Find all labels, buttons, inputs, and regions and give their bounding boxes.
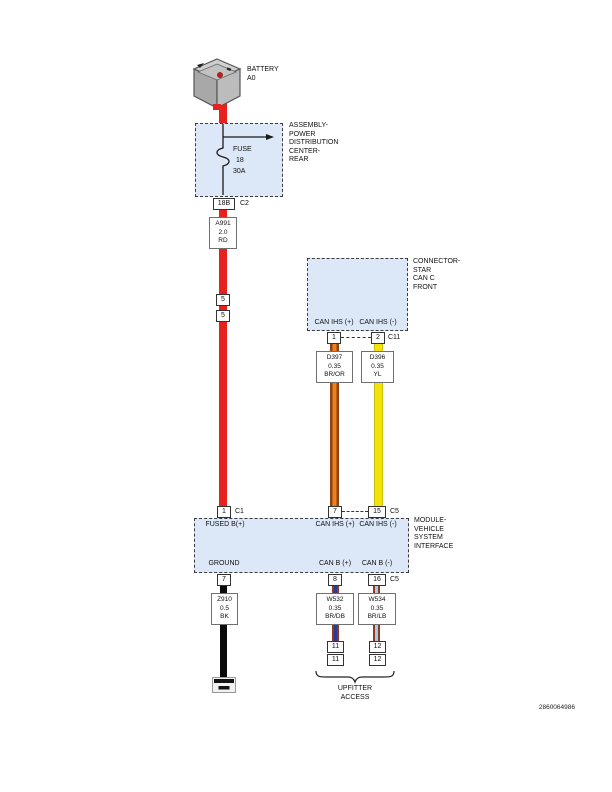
- module-pin-15: 15: [368, 506, 386, 518]
- d397-wire-label: D397 0.35 BR/OR: [316, 351, 353, 383]
- star-pins-dashed-link: [341, 337, 371, 338]
- fuse-number: 18: [236, 157, 244, 164]
- module-pin-16: 16: [368, 574, 386, 586]
- ground-icon: [211, 676, 237, 698]
- module-connector-c5-bottom: C5: [390, 576, 399, 583]
- a991-wire-label: A991 2.0 RD: [209, 217, 237, 249]
- document-number: 2860064986: [538, 704, 575, 711]
- z910-wire: [220, 585, 227, 677]
- inline-connector-5-top: 5: [216, 294, 230, 306]
- star-can-ihs-minus-label: CAN IHS (-): [359, 319, 397, 326]
- module-title: MODULE- VEHICLE SYSTEM INTERFACE: [414, 517, 454, 550]
- upfitter-connector-11-bottom: 11: [327, 654, 344, 666]
- module-connector-c1: C1: [235, 508, 244, 515]
- star-connector-title: CONNECTOR- STAR CAN C FRONT: [413, 258, 461, 291]
- module-pin-8: 8: [328, 574, 342, 586]
- module-fused-b-label: FUSED B(+): [205, 521, 245, 528]
- inline-connector-5-bottom: 5: [216, 310, 230, 322]
- module-can-ihs-minus-label: CAN IHS (-): [359, 521, 397, 528]
- power-distribution-center-box: FUSE 18 30A: [195, 123, 283, 197]
- d397-wire: [330, 343, 339, 507]
- pdc-pin-18b: 18B: [213, 198, 235, 210]
- fuse-name: FUSE: [233, 146, 252, 153]
- star-pin-1: 1: [327, 332, 341, 344]
- z910-wire-label: Z910 0.5 BK: [211, 593, 238, 625]
- module-ground-label: GROUND: [208, 560, 240, 567]
- module-pin-7-bottom: 7: [217, 574, 231, 586]
- pdc-title: ASSEMBLY- POWER DISTRIBUTION CENTER- REA…: [289, 122, 339, 163]
- upfitter-brace: [315, 670, 395, 684]
- w534-wire-label: W534 0.35 BR/LB: [358, 593, 396, 625]
- module-box: [194, 518, 409, 573]
- star-pin-2: 2: [371, 332, 385, 344]
- module-top-pins-dashed-link: [342, 511, 368, 512]
- fuse-circuit-graphic: [216, 124, 274, 195]
- fuse-rating: 30A: [233, 168, 246, 175]
- battery-feed-wire: [219, 100, 227, 124]
- upfitter-connector-12-bottom: 12: [369, 654, 386, 666]
- d396-wire: [374, 343, 383, 507]
- upfitter-connector-11-top: 11: [327, 641, 344, 653]
- upfitter-connector-12-top: 12: [369, 641, 386, 653]
- module-can-ihs-plus-label: CAN IHS (+): [315, 521, 355, 528]
- module-connector-c5-top: C5: [390, 508, 399, 515]
- a991-wire: [219, 210, 227, 508]
- w532-wire-label: W532 0.35 BR/DB: [316, 593, 354, 625]
- upfitter-access-label: UPFITTER ACCESS: [337, 685, 373, 701]
- module-pin-1: 1: [217, 506, 231, 518]
- d396-wire-label: D396 0.35 YL: [361, 351, 394, 383]
- module-can-b-minus-label: CAN B (-): [361, 560, 393, 567]
- star-can-ihs-plus-label: CAN IHS (+): [314, 319, 354, 326]
- pdc-connector-c2: C2: [240, 200, 249, 207]
- star-connector-c11: C11: [388, 334, 401, 341]
- module-pin-7-top: 7: [328, 506, 342, 518]
- module-can-b-plus-label: CAN B (+): [318, 560, 352, 567]
- star-connector-box: [307, 258, 408, 331]
- battery-label: BATTERY A0: [247, 66, 279, 82]
- battery-icon: [190, 56, 244, 110]
